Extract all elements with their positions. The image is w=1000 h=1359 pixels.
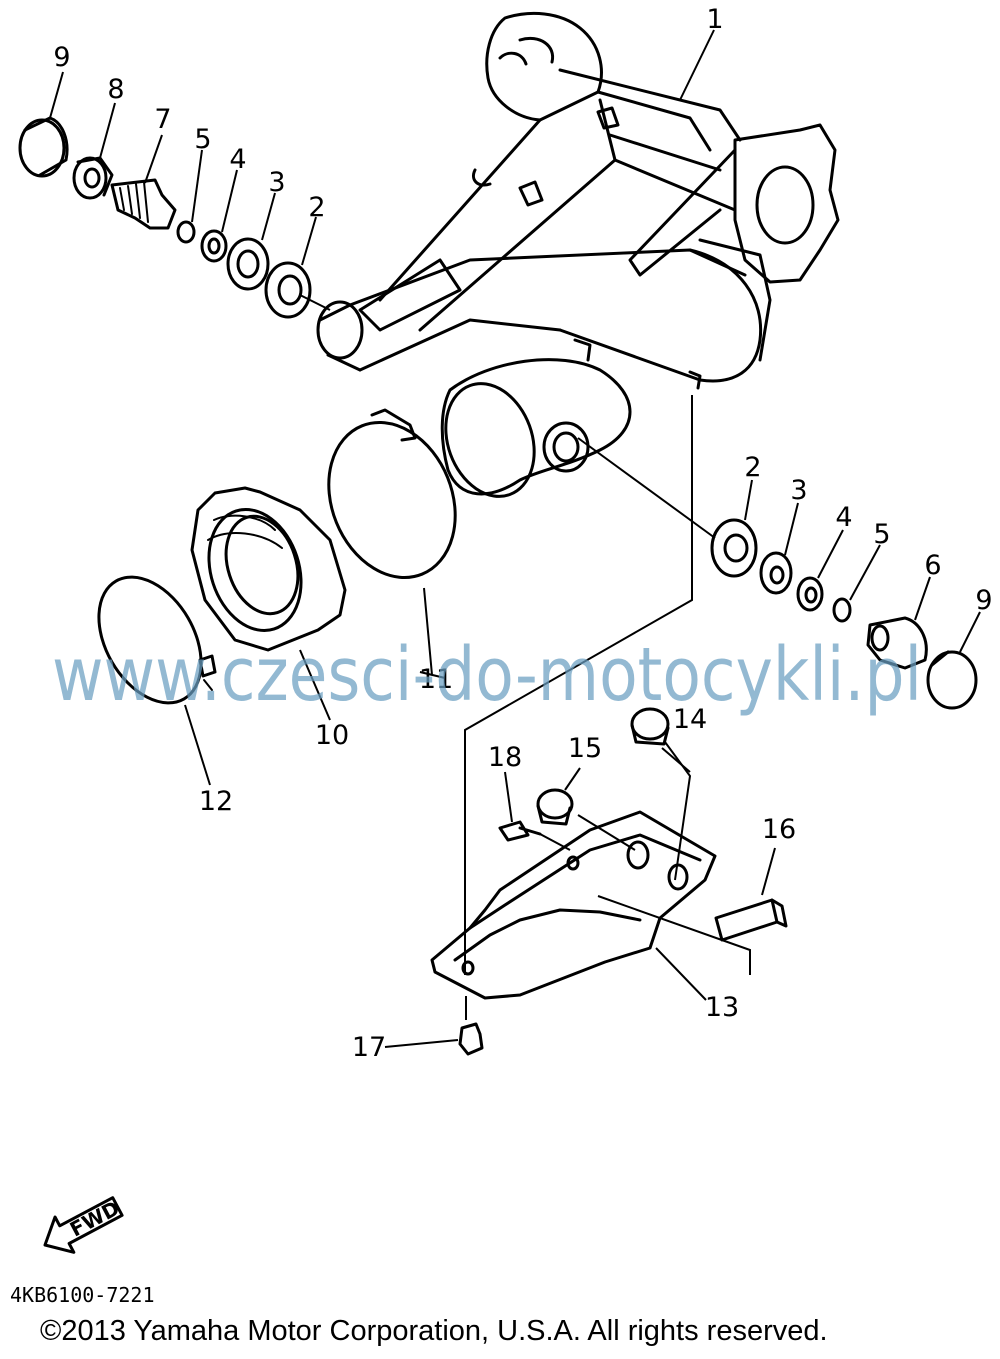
callout-4-upper: 4 <box>229 144 246 175</box>
o-ring-5-right <box>832 597 852 623</box>
callout-leaders <box>49 29 981 1048</box>
callout-2-upper: 2 <box>308 192 325 223</box>
bolt-18 <box>498 820 542 842</box>
guard-13 <box>430 810 717 1000</box>
callout-4-right: 4 <box>835 502 852 533</box>
rubber-16 <box>714 898 788 942</box>
fwd-direction-arrow: FWD <box>43 1196 124 1254</box>
seal-3-upper <box>226 237 270 291</box>
callout-18: 18 <box>488 742 522 773</box>
fwd-label: FWD <box>66 1196 123 1242</box>
cap-9-upper <box>18 118 66 178</box>
callout-6: 6 <box>924 550 941 581</box>
band-12 <box>97 575 203 705</box>
callout-5-right: 5 <box>873 519 890 550</box>
guard-and-hardware <box>419 395 788 1056</box>
callout-17: 17 <box>352 1032 386 1063</box>
callout-8: 8 <box>107 74 124 105</box>
bearing-2-upper <box>264 261 312 319</box>
callout-15: 15 <box>568 733 602 764</box>
swingarm-part-1 <box>316 11 840 498</box>
forward-arrow-icon <box>43 1196 124 1254</box>
boot-and-bands <box>97 408 457 705</box>
callout-9-right: 9 <box>975 585 992 616</box>
callout-10: 10 <box>315 720 349 751</box>
collar-4-right <box>796 576 824 612</box>
diagram-code: 4KB6100-7221 <box>10 1283 155 1307</box>
damper-15 <box>536 788 574 820</box>
cap-9-right <box>926 650 978 710</box>
callout-5-upper: 5 <box>194 124 211 155</box>
callout-16: 16 <box>762 814 796 845</box>
callout-1: 1 <box>706 4 723 35</box>
bearing-2-right <box>710 518 758 578</box>
watermark-text: www.czesci-do-motocykli.pl <box>52 632 922 718</box>
callout-numbers: 1 9 8 7 5 4 3 2 2 3 4 5 6 9 10 11 12 13 … <box>53 4 992 1063</box>
pivot-shaft-7 <box>110 178 177 230</box>
upper-left-bearing-stack <box>18 116 331 319</box>
seal-3-right <box>759 551 793 595</box>
callout-11: 11 <box>419 664 453 695</box>
callout-7: 7 <box>154 104 171 135</box>
callout-2-right: 2 <box>744 452 761 483</box>
o-ring-5-upper <box>176 220 196 244</box>
callout-12: 12 <box>199 786 233 817</box>
callout-3-right: 3 <box>790 475 807 506</box>
callout-14: 14 <box>673 704 707 735</box>
nut-8 <box>72 156 108 200</box>
bolt-17 <box>458 1022 484 1056</box>
callout-3-upper: 3 <box>268 167 285 198</box>
boot-10 <box>190 486 347 652</box>
callout-13: 13 <box>705 992 739 1023</box>
pivot-shaft-6 <box>866 616 928 670</box>
collar-4-upper <box>200 229 228 263</box>
copyright-notice: ©2013 Yamaha Motor Corporation, U.S.A. A… <box>40 1315 828 1347</box>
right-bearing-stack <box>577 437 978 710</box>
callout-9-upper: 9 <box>53 42 70 73</box>
band-11 <box>327 420 457 580</box>
